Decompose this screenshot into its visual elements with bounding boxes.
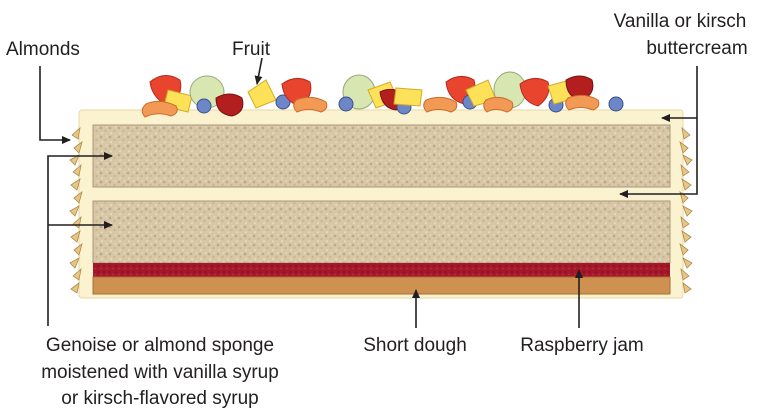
short-dough-label: Short dough: [363, 335, 467, 356]
fruit-label: Fruit: [232, 39, 271, 60]
raspberry-jam-layer: [93, 263, 670, 277]
buttercream-label-line2: buttercream: [646, 38, 747, 59]
short-dough-layer: [93, 277, 670, 294]
sponge-layer-bottom: [93, 201, 670, 263]
almonds-label: Almonds: [6, 39, 80, 60]
almonds-arrow: [40, 66, 70, 140]
sponge-layer-top: [93, 125, 670, 187]
buttercream-label-line1: Vanilla or kirsch: [614, 11, 747, 32]
fruit-arrow: [257, 58, 262, 84]
sponge-label-line2: moistened with vanilla syrup: [41, 362, 279, 383]
raspberry-jam-label: Raspberry jam: [520, 335, 644, 356]
sponge-label-line1: Genoise or almond sponge: [46, 335, 274, 356]
sponge-label-line3: or kirsch-flavored syrup: [61, 388, 258, 408]
